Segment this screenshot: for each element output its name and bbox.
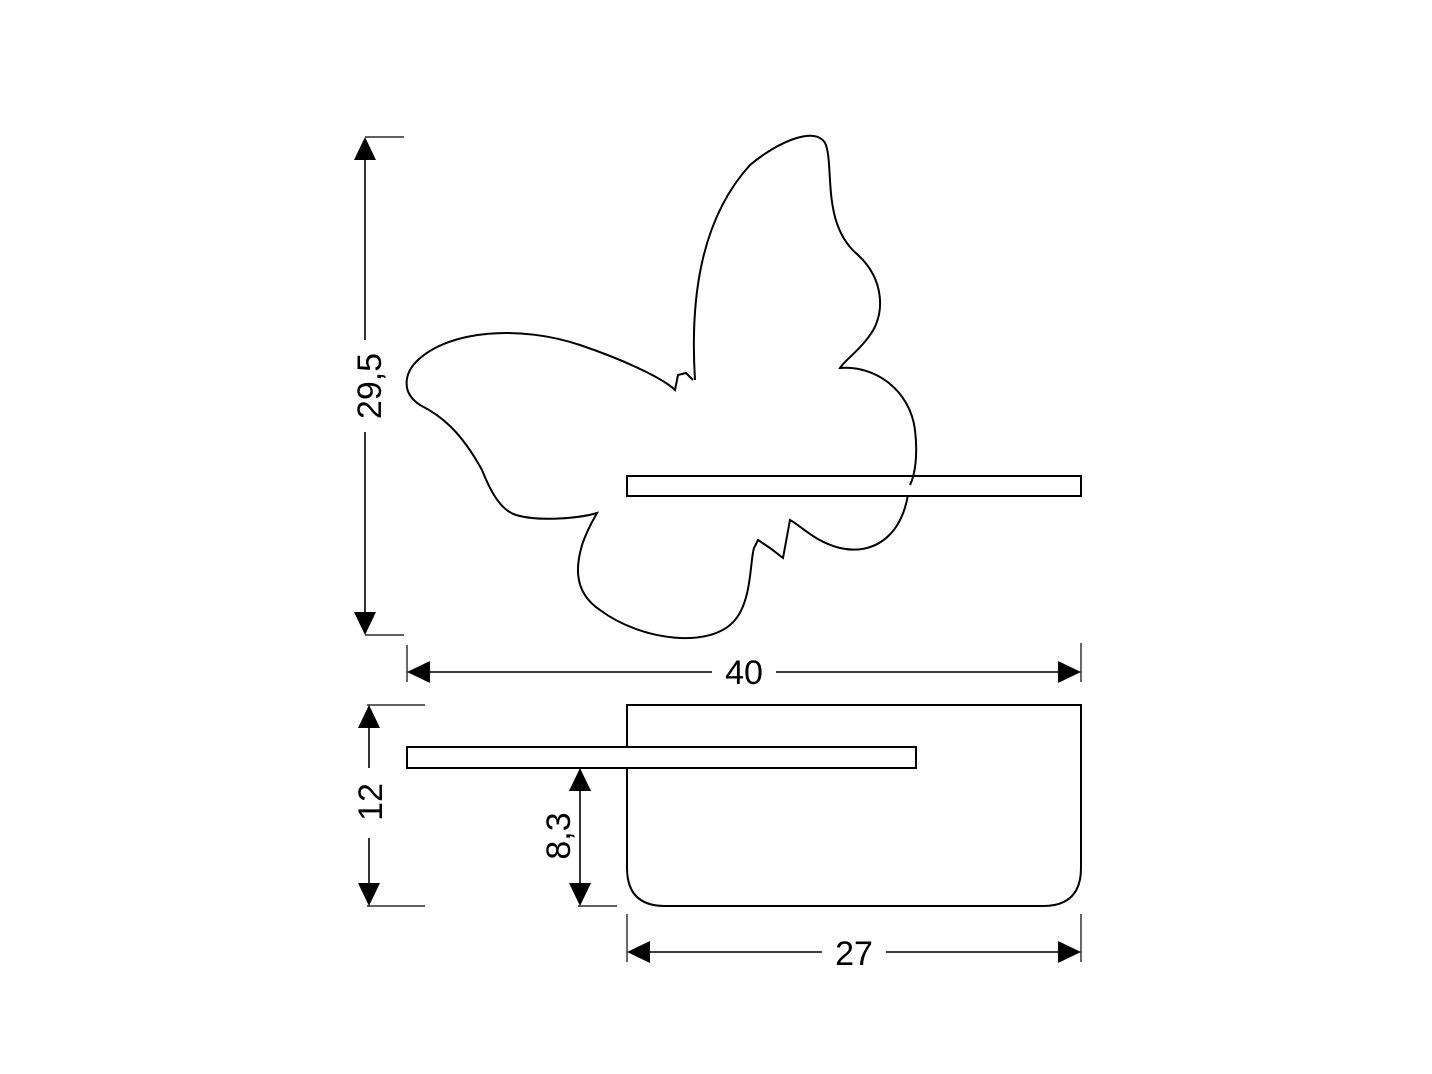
base-width-dimension: 27 — [626, 914, 1082, 973]
shelf-side — [406, 746, 917, 769]
width-dimension: 40 — [406, 643, 1082, 692]
height-label: 29,5 — [351, 353, 389, 419]
shelf-height-dimension: 8,3 — [540, 768, 617, 907]
depth-label: 12 — [352, 783, 390, 821]
shelf-height-label: 8,3 — [540, 812, 578, 859]
base-width-label: 27 — [835, 935, 873, 973]
depth-dimension: 12 — [352, 704, 425, 907]
butterfly-outline — [405, 134, 918, 640]
shelf-front — [626, 475, 1082, 497]
width-label: 40 — [725, 654, 763, 692]
bracket-side — [626, 704, 1082, 907]
height-dimension: 29,5 — [351, 136, 404, 636]
